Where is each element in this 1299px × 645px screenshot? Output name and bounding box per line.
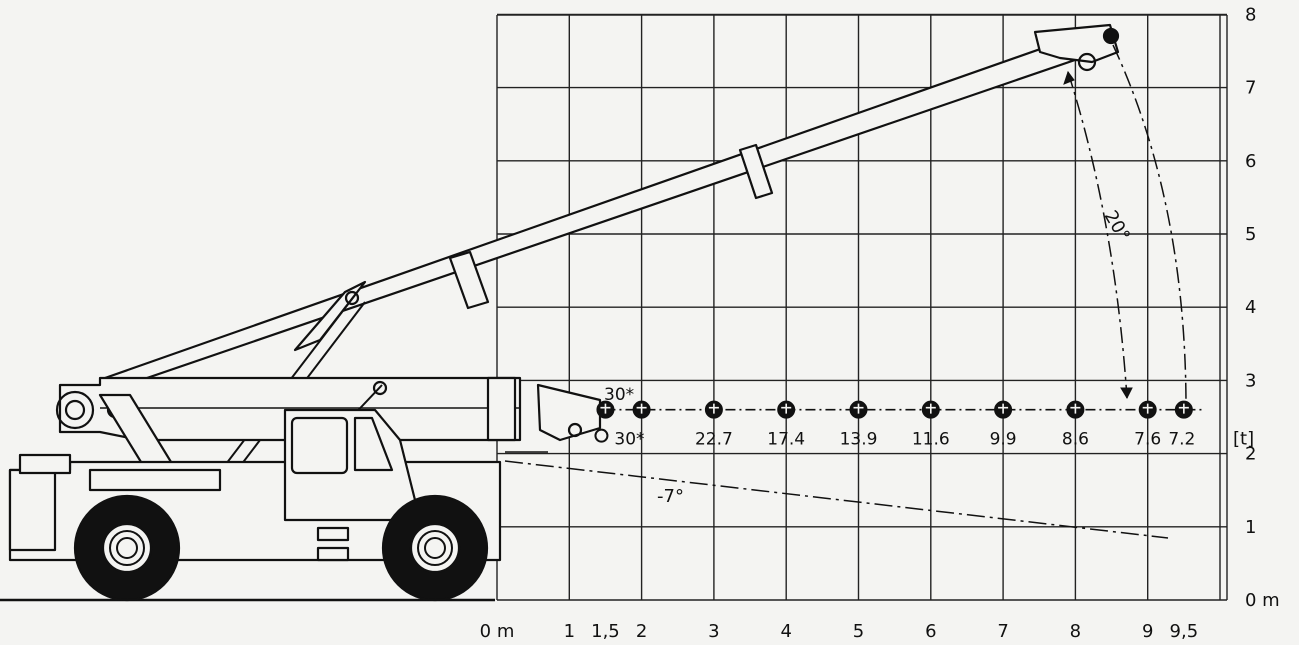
x-tick-label: 0 m [480,621,515,642]
load-point-marker [1174,400,1193,419]
load-point-crosshair [1142,403,1153,414]
min-depression-angle-label: -7° [657,486,684,507]
load-labels: 30* 22.7 17.4 13.9 11.6 9.9 8.6 7.6 7.2 [614,430,1195,450]
x-tick-label: 6 [925,621,936,642]
load-point-marker [704,400,723,419]
x-tick-label: 9 [1142,621,1153,642]
load-point-crosshair [1070,403,1081,414]
grid [496,13,1228,601]
inner-reach-arc [1067,71,1128,399]
x-tick-label: 1 [564,621,575,642]
y-tick-label: 6 [1245,151,1256,172]
load-point-marker [994,400,1013,419]
cab-window [290,416,349,475]
x-tick-label: 8 [1070,621,1081,642]
boom-pivot-wheel [55,390,95,430]
front-jib-pin [567,422,583,438]
boom-pivot-hub [64,399,86,421]
load-value-label: 22.7 [695,430,733,450]
lift-cylinder-pin [344,290,360,306]
y-tick-label: 5 [1245,224,1256,245]
boom-head [1033,23,1120,64]
y-tick-label: 1 [1245,517,1256,538]
load-point-crosshair [1178,403,1189,414]
x-tick-label: 4 [780,621,791,642]
engine-cover [88,468,222,492]
cab-side-window [353,416,394,472]
load-point-marker [632,400,651,419]
arc-arrow-top [1063,70,1075,85]
x-tick-label: 1,5 [591,621,620,642]
boom-section-joint-2 [738,143,774,200]
y-axis-ticks: 0 m 1 2 3 4 5 6 7 8 [1245,4,1280,611]
x-tick-label: 3 [708,621,719,642]
x-tick-label: 9,5 [1170,621,1199,642]
range-overlays [504,44,1204,539]
load-value-label: 8.6 [1062,430,1089,450]
load-point-crosshair [600,403,611,414]
boom-head-hook [1077,52,1097,72]
x-axis-ticks: 0 m 1 1,5 2 3 4 5 6 7 8 9 9,5 [480,621,1199,642]
load-value-label: 30* [614,430,644,450]
load-unit-label: [t] [1233,429,1254,450]
load-point-marker [1066,400,1085,419]
load-point-marker [921,400,940,419]
rear-wheel [73,494,181,602]
y-tick-label: 8 [1245,4,1256,25]
load-point-crosshair [853,403,864,414]
load-value-label: 9.9 [990,430,1017,450]
first-point-hook [594,428,609,443]
boom-head-sheave [1102,27,1120,45]
load-point-marker [849,400,868,419]
x-tick-label: 2 [636,621,647,642]
y-tick-label: 7 [1245,78,1256,99]
load-point-marker [1138,400,1157,419]
boom-section-joint-1 [448,250,490,310]
y-tick-label: 0 m [1245,590,1280,611]
load-value-label: 11.6 [912,430,950,450]
front-wheel [381,494,489,602]
y-tick-label: 2 [1245,444,1256,465]
crane-drawing [0,23,1120,602]
load-point-crosshair [781,403,792,414]
x-tick-label: 7 [997,621,1008,642]
rear-bumper [8,468,57,552]
load-point-crosshair [636,403,647,414]
mast-top-pin [372,380,388,396]
cab-step-1 [316,526,350,542]
load-value-label: 7.6 [1134,430,1161,450]
max-reach-arc [1112,44,1187,403]
x-tick-label: 5 [853,621,864,642]
rear-box [18,453,72,475]
load-value-label: 7.2 [1168,430,1195,450]
top-load-label: 30* [604,385,634,405]
load-point-crosshair [708,403,719,414]
load-point-marker [596,400,615,419]
y-tick-label: 3 [1245,370,1256,391]
min-angle-line [504,460,1169,539]
load-value-label: 13.9 [840,430,878,450]
lift-cylinder-body [293,280,367,352]
load-value-label: 17.4 [767,430,805,450]
arc-arrow-bottom [1120,387,1133,400]
load-points [594,400,1193,443]
load-point-crosshair [998,403,1009,414]
y-tick-label: 4 [1245,297,1256,318]
cab-step-2 [316,546,350,562]
deck-end-block [486,376,517,442]
load-point-marker [777,400,796,419]
load-point-crosshair [925,403,936,414]
